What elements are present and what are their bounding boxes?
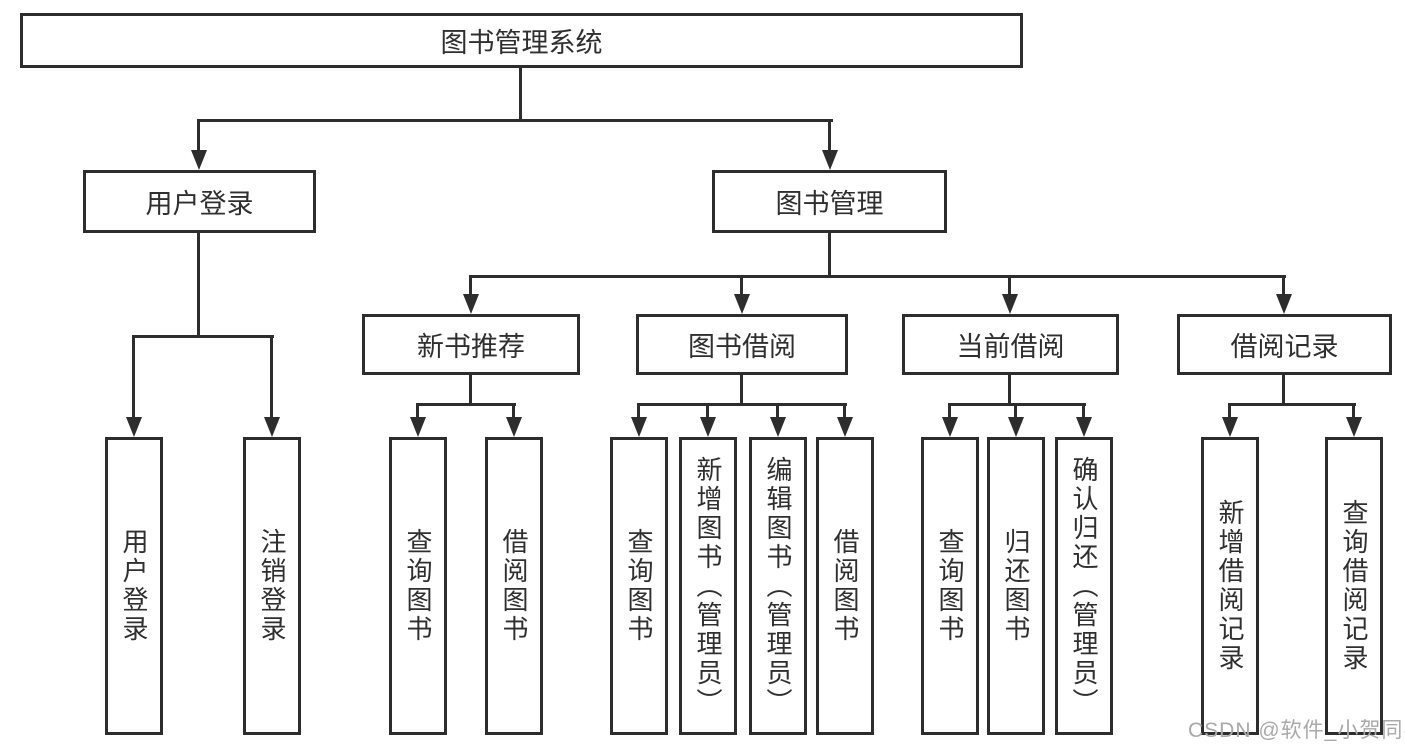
- node-user-login-label: 用户登录: [145, 189, 254, 219]
- node-borrowing-records: 借阅记录: [1177, 314, 1392, 375]
- leaf-confirm-return-admin: 确认归还（管理员）: [1055, 437, 1113, 735]
- connector-line: [1352, 403, 1355, 419]
- node-book-borrowing: 图书借阅: [636, 314, 848, 375]
- connector-line: [1082, 403, 1085, 419]
- connector-line: [512, 403, 515, 419]
- arrow-down-icon: [506, 417, 522, 437]
- leaf-query-books-borrowing-label: 查询图书: [624, 528, 654, 644]
- arrow-down-icon: [837, 417, 853, 437]
- node-book-borrowing-label: 图书借阅: [688, 332, 796, 362]
- arrow-down-icon: [1346, 417, 1362, 437]
- arrow-down-icon: [942, 417, 958, 437]
- arrow-down-icon: [734, 294, 750, 314]
- connector-line: [706, 403, 709, 419]
- arrow-down-icon: [191, 150, 207, 170]
- leaf-borrow-books-borrowing-label: 借阅图书: [830, 528, 860, 644]
- leaf-add-book-admin-label: 新增图书（管理员）: [693, 455, 723, 717]
- leaf-user-login-label: 用户登录: [119, 528, 149, 644]
- connector-line: [469, 275, 472, 297]
- connector-line: [1228, 403, 1356, 406]
- arrow-down-icon: [822, 150, 838, 170]
- node-borrowing-records-label: 借阅记录: [1230, 332, 1339, 362]
- leaf-query-books-recommend-label: 查询图书: [403, 528, 433, 644]
- leaf-return-books-label: 归还图书: [1001, 528, 1031, 644]
- connector-line: [1282, 275, 1285, 297]
- arrow-down-icon: [1276, 294, 1292, 314]
- leaf-query-borrow-record-label: 查询借阅记录: [1339, 499, 1369, 673]
- arrow-down-icon: [1002, 294, 1018, 314]
- node-book-management-label: 图书管理: [775, 189, 884, 219]
- connector-line: [197, 233, 200, 338]
- connector-line: [828, 233, 831, 278]
- connector-line: [828, 119, 831, 153]
- connector-line: [469, 275, 1286, 278]
- arrow-down-icon: [1008, 417, 1024, 437]
- leaf-edit-book-admin: 编辑图书（管理员）: [749, 437, 807, 735]
- arrow-down-icon: [770, 417, 786, 437]
- connector-line: [948, 403, 951, 419]
- leaf-add-borrow-record: 新增借阅记录: [1201, 437, 1259, 735]
- connector-line: [270, 335, 273, 419]
- connector-line: [416, 403, 516, 406]
- connector-line: [1014, 403, 1017, 419]
- leaf-logout-label: 注销登录: [257, 528, 287, 644]
- arrow-down-icon: [631, 417, 647, 437]
- node-library-management-system: 图书管理系统: [20, 13, 1023, 68]
- node-new-book-recommend: 新书推荐: [362, 314, 580, 375]
- arrow-down-icon: [1076, 417, 1092, 437]
- connector-line: [740, 275, 743, 297]
- connector-line: [1008, 375, 1011, 406]
- leaf-logout: 注销登录: [243, 437, 301, 735]
- connector-line: [132, 335, 135, 419]
- connector-line: [132, 335, 274, 338]
- arrow-down-icon: [126, 417, 142, 437]
- leaf-query-books-current: 查询图书: [921, 437, 979, 735]
- connector-line: [637, 403, 640, 419]
- leaf-confirm-return-admin-label: 确认归还（管理员）: [1069, 455, 1099, 717]
- connector-line: [1008, 275, 1011, 297]
- arrow-down-icon: [463, 294, 479, 314]
- leaf-add-book-admin: 新增图书（管理员）: [679, 437, 737, 735]
- node-user-login: 用户登录: [83, 170, 316, 233]
- connector-line: [1282, 375, 1285, 406]
- connector-line: [469, 375, 472, 406]
- leaf-add-borrow-record-label: 新增借阅记录: [1215, 499, 1245, 673]
- node-current-borrowing: 当前借阅: [902, 314, 1119, 375]
- connector-line: [740, 375, 743, 406]
- leaf-query-books-current-label: 查询图书: [935, 528, 965, 644]
- node-current-borrowing-label: 当前借阅: [956, 332, 1065, 362]
- connector-line: [843, 403, 846, 419]
- connector-line: [637, 403, 847, 406]
- connector-line: [948, 403, 1086, 406]
- connector-line: [197, 119, 200, 153]
- leaf-user-login: 用户登录: [105, 437, 163, 735]
- node-library-management-system-label: 图书管理系统: [440, 28, 603, 58]
- connector-line: [197, 119, 833, 122]
- leaf-return-books: 归还图书: [987, 437, 1045, 735]
- arrow-down-icon: [700, 417, 716, 437]
- connector-line: [1228, 403, 1231, 419]
- leaf-query-books-recommend: 查询图书: [389, 437, 447, 735]
- connector-line: [776, 403, 779, 419]
- leaf-query-books-borrowing: 查询图书: [610, 437, 668, 735]
- leaf-edit-book-admin-label: 编辑图书（管理员）: [763, 455, 793, 717]
- node-book-management: 图书管理: [712, 170, 947, 233]
- connector-line: [519, 68, 522, 119]
- leaf-query-borrow-record: 查询借阅记录: [1325, 437, 1383, 735]
- leaf-borrow-books-recommend-label: 借阅图书: [499, 528, 529, 644]
- watermark-text: CSDN @软件_小贺同学: [1188, 719, 1405, 742]
- connector-line: [416, 403, 419, 419]
- arrow-down-icon: [264, 417, 280, 437]
- arrow-down-icon: [1222, 417, 1238, 437]
- leaf-borrow-books-recommend: 借阅图书: [485, 437, 543, 735]
- arrow-down-icon: [410, 417, 426, 437]
- node-new-book-recommend-label: 新书推荐: [417, 332, 525, 362]
- leaf-borrow-books-borrowing: 借阅图书: [816, 437, 874, 735]
